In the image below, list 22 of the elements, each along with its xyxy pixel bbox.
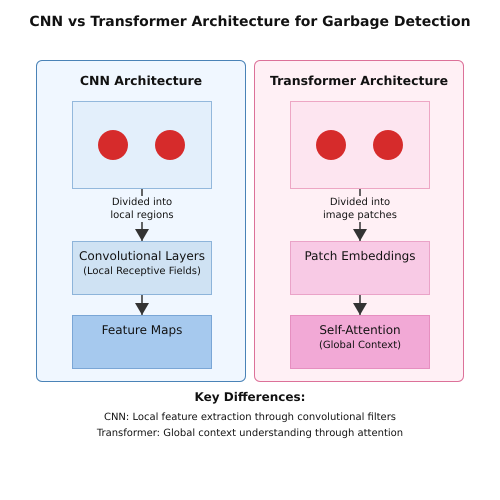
box-title: Self-Attention xyxy=(319,323,401,337)
process-box xyxy=(72,241,212,295)
box-title: Feature Maps xyxy=(102,323,182,337)
arrow xyxy=(353,295,367,315)
panel-title: CNN Architecture xyxy=(80,73,202,88)
architecture-panel xyxy=(254,60,464,382)
box-subtitle: (Global Context) xyxy=(318,340,402,351)
process-box xyxy=(290,241,430,295)
arrow xyxy=(135,295,149,315)
panel-title: Transformer Architecture xyxy=(270,73,448,88)
image-box xyxy=(72,101,212,189)
image-box xyxy=(290,101,430,189)
architecture-panel xyxy=(36,60,246,382)
box-title: Convolutional Layers xyxy=(79,249,205,263)
box-subtitle: (Local Receptive Fields) xyxy=(83,266,201,277)
note-text: CNN: Local feature extraction through convolutional filters xyxy=(104,411,396,425)
process-box xyxy=(72,315,212,369)
box-title: Patch Embeddings xyxy=(304,249,416,263)
diagram-title: CNN vs Transformer Architecture for Garbage Detection xyxy=(29,14,471,30)
section-heading: Key Differences: xyxy=(194,390,306,404)
process-box xyxy=(290,315,430,369)
note-text: Transformer: Global context understanding through attention xyxy=(96,427,404,441)
